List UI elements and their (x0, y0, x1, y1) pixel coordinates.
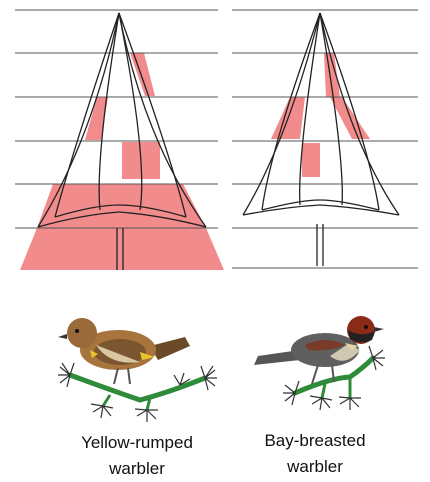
branch-left (70, 375, 205, 410)
zone-bottom-band (20, 228, 224, 270)
feeding-zones-yellow-rumped (20, 53, 224, 270)
caption-yellow-rumped: Yellow-rumped warbler (52, 430, 222, 482)
caption-bay-breasted-line2: warbler (230, 454, 400, 480)
caption-bay-breasted-line1: Bay-breasted (230, 428, 400, 454)
caption-yellow-rumped-line2: warbler (52, 456, 222, 482)
yellow-rumped-bird (58, 318, 190, 384)
tree-yellow-rumped (15, 10, 224, 270)
caption-yellow-rumped-line1: Yellow-rumped (52, 430, 222, 456)
height-lines-right (232, 10, 418, 268)
yellow-rumped-warbler-illustration (58, 318, 217, 422)
bay-breasted-warbler-illustration (254, 316, 385, 410)
tree-bay-breasted (232, 10, 418, 268)
zone-middle (302, 143, 320, 177)
caption-bay-breasted: Bay-breasted warbler (230, 428, 400, 480)
bay-breasted-bird (254, 316, 384, 384)
needle-tufts-left (58, 363, 217, 422)
